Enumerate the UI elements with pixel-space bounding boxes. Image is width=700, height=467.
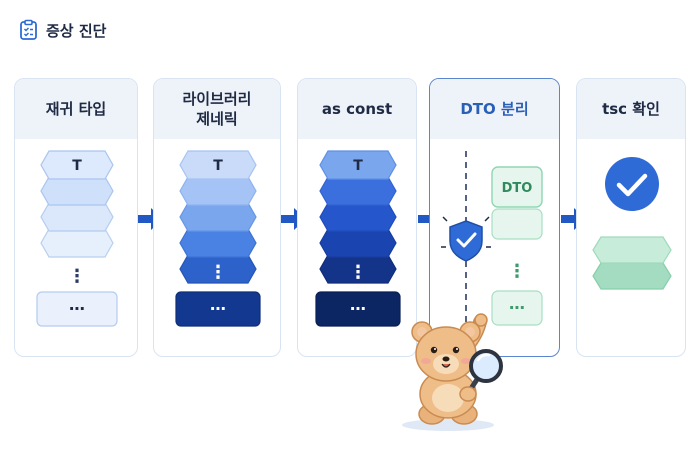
layer-top [179,150,257,180]
layer-stack: T ⋮ ⋯ [315,150,401,327]
stage-card-recursive-type: 재귀 타입 T ⋮ ⋯ [14,78,138,357]
layer-3 [40,228,114,258]
dto-layer-bottom [491,290,543,326]
layer-3 [179,228,257,258]
layer-2 [40,202,114,232]
layer-bottom [175,291,261,327]
tsc-result-visual [592,157,672,290]
green-layer-bottom [592,262,672,290]
layer-2 [179,202,257,232]
layer-bottom [315,291,401,327]
bear-with-magnifier-icon [402,313,503,431]
vertical-dots: ⋮ [68,266,86,287]
stage-label: 재귀 타입 [15,79,137,139]
dto-box-label: DTO [502,181,533,196]
layer-bottom-label: ⋯ [69,299,85,318]
layer-top-label: T [213,158,223,174]
layer-bottom-label: ⋯ [210,299,226,318]
green-layer-top [592,236,672,264]
layer-stack: T ⋮ ⋯ [36,150,118,327]
vertical-dots: ⋮ [508,261,526,282]
stage-card-library-generics: 라이브러리 제네릭 T ⋮ ⋯ [153,78,281,357]
layer-1 [319,176,397,206]
page-title: 증상 진단 [46,21,107,40]
layer-stack: T ⋮ ⋯ [175,150,261,327]
stage-card-dto-split: DTO 분리 DTO ⋮ ⋯ [429,78,560,357]
clipboard-icon [20,19,37,40]
dto-layer-2 [491,208,543,240]
layer-2 [319,202,397,232]
layer-bottom-label: ⋯ [350,299,366,318]
layer-top [319,150,397,180]
shield-check-icon [441,216,491,262]
layer-1 [179,176,257,206]
stage-label: DTO 분리 [430,79,559,139]
layer-top-label: T [72,158,82,174]
layer-1 [40,176,114,206]
stage-label: 라이브러리 제네릭 [154,79,280,139]
layer-3 [319,228,397,258]
stage-card-tsc-check: tsc 확인 [576,78,686,357]
dto-separation-visual: DTO ⋮ ⋯ [441,151,543,349]
stage-card-as-const: as const T ⋮ ⋯ [297,78,417,357]
dto-box [491,166,543,208]
stage-label: as const [298,79,416,139]
vertical-dots: ⋮ [209,262,227,283]
layer-top-label: T [353,158,363,174]
check-circle-icon [605,157,659,211]
stage-label: tsc 확인 [577,79,685,139]
vertical-dots: ⋮ [349,262,367,283]
dto-layer-bottom-label: ⋯ [509,298,525,317]
layer-bottom [36,291,118,327]
page-header: 증상 진단 [18,16,106,44]
layer-top [40,150,114,180]
